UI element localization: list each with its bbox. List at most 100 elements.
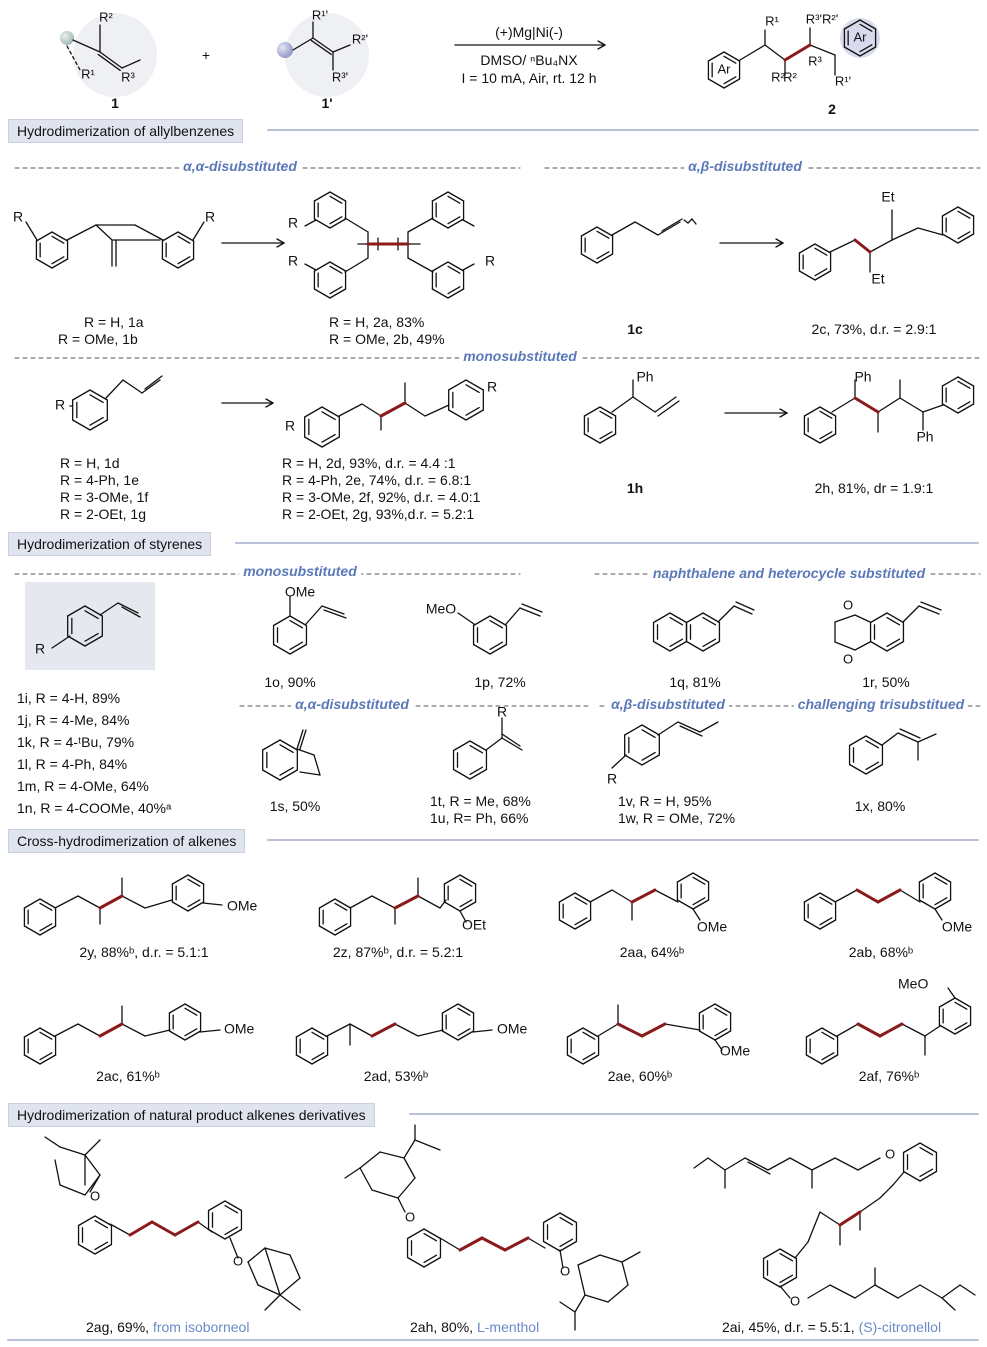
benzene-ring [957, 403, 975, 414]
bond [834, 614, 856, 623]
atom-label: R [497, 704, 507, 720]
bond [876, 888, 902, 904]
benzene-ring [714, 1028, 728, 1037]
bond [141, 379, 161, 394]
product-aryl-right [843, 19, 861, 30]
bond [834, 641, 856, 651]
benzene-ring [803, 892, 821, 903]
bond [724, 1157, 746, 1171]
benzene-ring [39, 902, 53, 911]
bond [304, 263, 317, 271]
bond [559, 1249, 564, 1269]
section-cross: Cross-hydrodimerization of alkenes [8, 829, 246, 853]
benzene-ring [321, 436, 340, 448]
benzene-ring [448, 409, 467, 421]
condition-catalyst: (+)Mg|Ni(-) [495, 24, 563, 40]
bond [144, 375, 163, 390]
label-2c: 2c, 73%, d.r. = 2.9:1 [811, 321, 937, 337]
reactant-1-background [73, 13, 157, 97]
benzene-ring [779, 1248, 798, 1260]
product-aryl-right [859, 44, 873, 53]
label-1j: 1j, R = 4-Me, 84% [17, 712, 130, 728]
benzene-ring [457, 1003, 475, 1014]
benzene-ring [423, 1232, 438, 1242]
benzene-ring [583, 406, 601, 417]
benzene-ring [184, 1003, 202, 1014]
benzene-ring [161, 231, 179, 242]
bond [836, 1023, 859, 1037]
benzene-ring [559, 1216, 574, 1226]
label-2ai-source: (S)-citronellol [858, 1319, 942, 1335]
atom-label: R³ [121, 69, 135, 84]
bond [296, 748, 315, 756]
benzene-ring [39, 1054, 57, 1065]
atom-label: R² [771, 69, 785, 84]
bond [480, 1236, 507, 1252]
atom-label: OMe [224, 1021, 255, 1037]
bond [577, 1254, 601, 1266]
benzene-ring [89, 416, 104, 426]
benzene-ring [334, 925, 352, 936]
benzene-ring [39, 923, 53, 932]
bond [439, 899, 447, 909]
label-2h: 2h, 81%, dr = 1.9:1 [814, 480, 934, 496]
benzene-ring [886, 638, 901, 648]
benzene-ring [599, 433, 617, 444]
bond [521, 603, 543, 613]
bond [109, 1223, 131, 1236]
bond [349, 895, 373, 909]
bond [247, 1261, 259, 1286]
subhead-ab-disubstituted-1: α,β-disubstituted [684, 158, 806, 174]
label-2ae: 2ae, 60%ᵇ [607, 1068, 673, 1084]
bond [296, 729, 304, 750]
atom-label: R [485, 253, 495, 269]
background-shapes [25, 13, 880, 670]
bond [173, 1220, 200, 1237]
benzene-ring [329, 261, 347, 272]
label-2aa: 2aa, 64%ᵇ [619, 944, 685, 960]
bond [899, 889, 921, 903]
reactant-2-number: 1' [321, 95, 333, 111]
atom-label: MeO [898, 976, 928, 992]
bond-dashed [66, 45, 81, 71]
benzene-ring [447, 218, 465, 229]
bond [597, 1023, 619, 1037]
arrow-1h-2h [779, 412, 788, 418]
benzene-ring [869, 640, 888, 652]
benzene-ring [465, 409, 484, 421]
benzene-ring [489, 619, 504, 629]
benzene-ring [641, 754, 660, 766]
benzene-ring [865, 739, 880, 749]
benzene-ring [669, 638, 684, 648]
benzene-ring [582, 1054, 600, 1065]
benzene-ring [23, 925, 41, 936]
benzene-ring [848, 735, 867, 747]
bond [892, 1171, 905, 1186]
arrow-1c-2c [775, 238, 784, 244]
benzene-ring [582, 1052, 596, 1061]
bond [77, 895, 101, 909]
atom-label: O [843, 597, 853, 612]
label-1i: 1i, R = 4-H, 89% [17, 690, 121, 706]
bond [51, 635, 71, 649]
benzene-ring [318, 925, 336, 936]
benzene-ring [957, 233, 975, 244]
bond [747, 1161, 771, 1175]
bond [359, 1151, 381, 1169]
bond [98, 894, 124, 910]
section-styrenes: Hydrodimerization of styrenes [8, 532, 212, 556]
label-1a: R = H, 1a [84, 314, 144, 330]
label-2b: R = OMe, 2b, 49% [329, 331, 445, 347]
benzene-ring [819, 917, 833, 926]
benzene-ring [459, 899, 473, 908]
benzene-ring [72, 419, 91, 431]
benzene-ring [918, 899, 936, 910]
benzene-ring [23, 898, 41, 909]
bond [344, 1167, 361, 1179]
benzene-ring [262, 769, 281, 781]
bond [84, 1154, 101, 1176]
benzene-ring [321, 406, 340, 418]
product-aryl-highlight [840, 18, 880, 58]
bond [105, 379, 124, 399]
benzene-ring [272, 615, 291, 627]
